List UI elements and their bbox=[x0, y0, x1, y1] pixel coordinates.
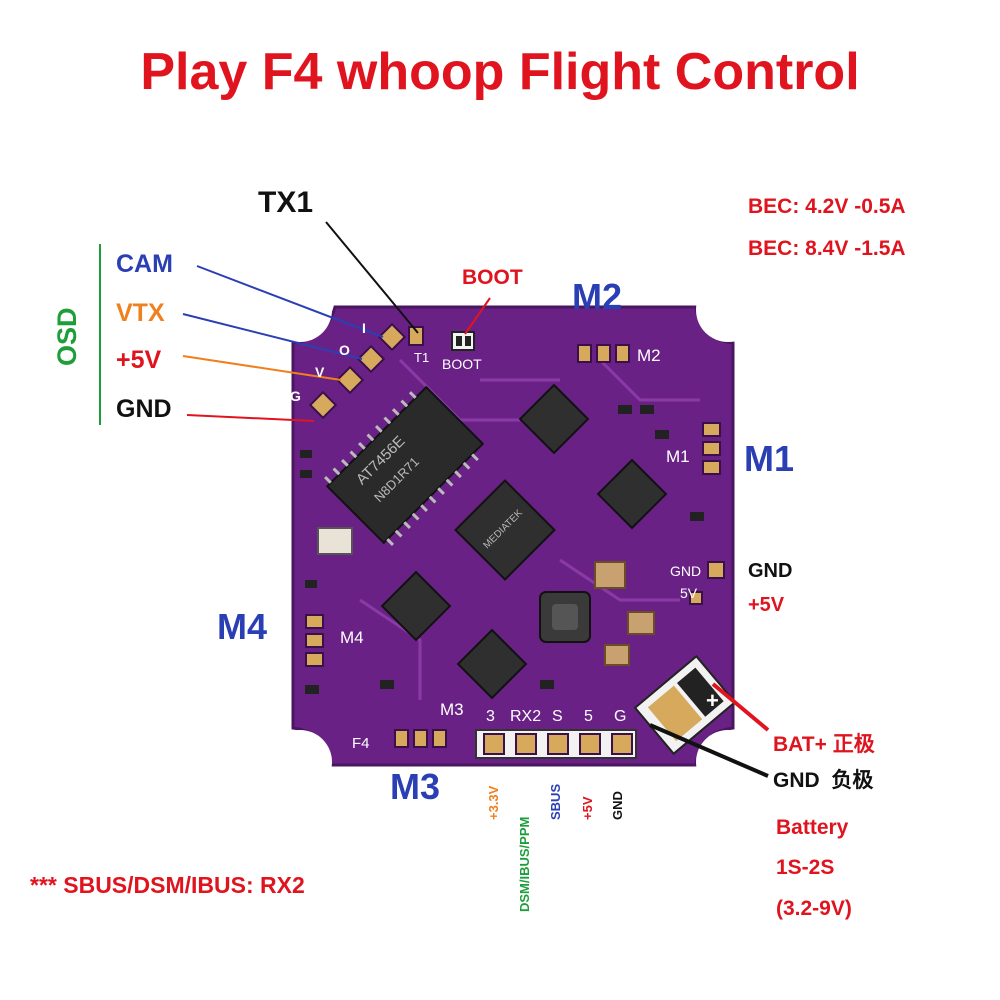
leader-tx1 bbox=[325, 221, 419, 334]
silk-5v: 5V bbox=[680, 585, 698, 601]
bec-line-2: BEC: 8.4V -1.5A bbox=[748, 237, 906, 260]
osd-label: OSD bbox=[52, 307, 82, 366]
motor-label-m1: M1 bbox=[744, 438, 795, 479]
silk-rx-5: 5 bbox=[584, 708, 593, 725]
silk-osd-v: V bbox=[315, 364, 325, 380]
osd-pads bbox=[308, 322, 424, 420]
rx-pin-5v: +5V bbox=[580, 796, 595, 821]
silk-f4: F4 bbox=[352, 735, 370, 752]
silk-osd-i: I bbox=[362, 320, 366, 336]
silk-rx-3: 3 bbox=[486, 708, 495, 725]
mount-hole-tr bbox=[696, 278, 760, 342]
leader-boot bbox=[464, 297, 491, 335]
boot-label: BOOT bbox=[462, 266, 523, 289]
page-title: Play F4 whoop Flight Control bbox=[140, 43, 860, 101]
battery-neg-label: GND 负极 bbox=[773, 769, 874, 792]
esc-chip-m4 bbox=[380, 570, 452, 642]
leader-lines bbox=[182, 221, 770, 778]
capacitors bbox=[317, 527, 655, 666]
mount-hole-tl bbox=[268, 278, 332, 342]
motor-label-m3: M3 bbox=[390, 766, 441, 807]
rx-pin-sbus: SBUS bbox=[548, 783, 563, 820]
silk-plus: + bbox=[706, 688, 719, 713]
rx-pin-dsm-ibus-ppm: DSM/IBUS/PPM bbox=[517, 816, 532, 912]
esc-chip-m3 bbox=[456, 628, 528, 700]
leader-cam bbox=[196, 265, 384, 338]
osd-chip-pins bbox=[324, 391, 479, 546]
mcu-chip bbox=[454, 479, 556, 581]
battery-line-2: 1S-2S bbox=[776, 856, 835, 879]
motor-label-m2: M2 bbox=[572, 276, 623, 317]
rx-header-pads bbox=[483, 733, 633, 755]
esc-chip-m1 bbox=[596, 458, 668, 530]
osd-chip bbox=[325, 385, 485, 545]
motor-label-m4: M4 bbox=[217, 606, 268, 647]
silk-m4: M4 bbox=[340, 628, 364, 647]
osd-pin-5v: +5V bbox=[116, 346, 162, 374]
leader-5v bbox=[182, 355, 342, 381]
leader-bat-neg bbox=[649, 723, 769, 778]
power-pad-5v-label: +5V bbox=[748, 594, 785, 616]
silk-m1: M1 bbox=[666, 447, 690, 466]
silk-rx-rx2: RX2 bbox=[510, 708, 542, 725]
leader-gnd bbox=[186, 414, 315, 422]
silk-osd-g: G bbox=[290, 388, 301, 404]
silk-rx-g: G bbox=[614, 708, 627, 725]
battery-line-3: (3.2-9V) bbox=[776, 897, 852, 920]
motor-pads bbox=[305, 344, 725, 748]
bec-line-1: BEC: 4.2V -0.5A bbox=[748, 195, 906, 218]
silk-m2: M2 bbox=[637, 346, 661, 365]
osd-pin-gnd: GND bbox=[116, 395, 172, 423]
tx1-label: TX1 bbox=[258, 186, 314, 219]
mount-hole-bl bbox=[268, 730, 332, 794]
receiver-note: *** SBUS/DSM/IBUS: RX2 bbox=[30, 872, 305, 898]
power-pad-gnd-label: GND bbox=[748, 560, 793, 582]
silk-m3: M3 bbox=[440, 700, 464, 719]
osd-pin-cam: CAM bbox=[116, 250, 173, 278]
battery-pos-label: BAT+ 正极 bbox=[773, 733, 875, 756]
battery-line-1: Battery bbox=[776, 816, 849, 839]
silk-gnd: GND bbox=[670, 563, 702, 579]
rx-pin-gnd: GND bbox=[610, 791, 625, 820]
osd-pin-vtx: VTX bbox=[116, 299, 165, 327]
mount-hole-br bbox=[696, 730, 760, 794]
silk-boot: BOOT bbox=[442, 356, 482, 372]
rx-pin-3v3: +3.3V bbox=[486, 785, 501, 820]
small-components bbox=[300, 405, 704, 694]
silk-osd-o: O bbox=[339, 342, 350, 358]
silk-t1: T1 bbox=[414, 350, 430, 365]
silk-rx-s: S bbox=[552, 708, 563, 725]
leader-vtx bbox=[182, 313, 363, 360]
esc-chips bbox=[380, 383, 668, 700]
esc-chip-m2 bbox=[518, 383, 590, 455]
leader-bat-pos bbox=[711, 682, 770, 732]
